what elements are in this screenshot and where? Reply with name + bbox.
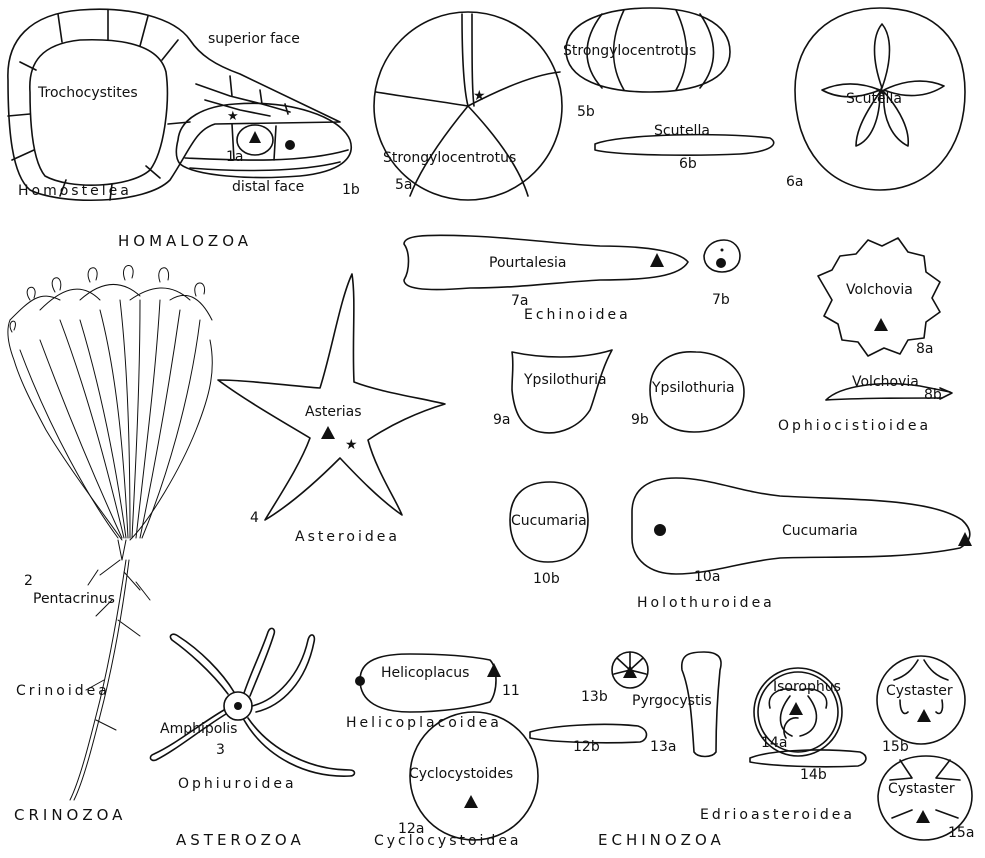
label-homalozoa: HOMALOZOA <box>118 234 252 249</box>
label-asteroidea: Asteroidea <box>295 530 400 544</box>
label-fig-7a: 7a <box>511 294 529 308</box>
label-asterias: Asterias <box>305 405 362 419</box>
triangle-15a <box>916 810 930 823</box>
label-fig-10b: 10b <box>533 572 560 586</box>
dot-11 <box>355 676 365 686</box>
label-ypsilothuria-9a: Ypsilothuria <box>524 373 607 387</box>
triangle-15b <box>917 709 931 722</box>
label-fig-9a: 9a <box>493 413 511 427</box>
label-crinozoa: CRINOZOA <box>14 808 126 823</box>
label-fig-4: 4 <box>250 511 259 525</box>
star-mark: ★ <box>227 109 239 124</box>
label-cucumaria-10a: Cucumaria <box>782 524 858 538</box>
helicoplacus-outline <box>360 654 496 712</box>
label-isorophus: Isorophus <box>773 680 841 694</box>
label-amphipolis: Amphipolis <box>160 722 237 736</box>
label-superior-face: superior face <box>208 32 300 46</box>
triangle-11 <box>487 663 501 677</box>
label-fig-14b: 14b <box>800 768 827 782</box>
label-fig-1b: 1b <box>342 183 360 197</box>
label-cucumaria-10b: Cucumaria <box>511 514 587 528</box>
label-fig-15a: 15a <box>948 826 974 840</box>
label-distal-face: distal face <box>232 180 304 194</box>
label-fig-13a: 13a <box>650 740 676 754</box>
triangle-14a <box>789 702 803 715</box>
label-pentacrinus: Pentacrinus <box>33 592 115 606</box>
label-strongylocentrotus-5a: Strongylocentrotus <box>383 151 516 165</box>
label-pyrgocystis: Pyrgocystis <box>632 694 712 708</box>
label-volchovia-8a: Volchovia <box>846 283 913 297</box>
label-crinoidea: Crinoidea <box>16 684 110 698</box>
label-homostelea: Homostelea <box>18 184 132 198</box>
label-fig-11: 11 <box>502 684 520 698</box>
label-fig-1a: 1a <box>226 150 244 164</box>
label-cyclocystoides: Cyclocystoides <box>409 767 513 781</box>
label-pourtalesia: Pourtalesia <box>489 256 566 270</box>
label-cystaster-15a: Cystaster <box>888 782 955 796</box>
label-ophiuroidea: Ophiuroidea <box>178 777 297 791</box>
amphipolis-drawing <box>150 628 354 776</box>
triangle-1b <box>249 131 261 143</box>
label-strongylocentrotus-5b: Strongylocentrotus <box>563 44 696 58</box>
label-fig-2: 2 <box>24 574 33 588</box>
label-ypsilothuria-9b: Ypsilothuria <box>652 381 735 395</box>
label-echinoidea: Echinoidea <box>524 308 631 322</box>
isorophus-side <box>750 750 866 767</box>
label-fig-8b: 8b <box>924 388 942 402</box>
label-fig-5a: 5a <box>395 178 413 192</box>
cystaster-b-drawing <box>877 656 965 744</box>
label-helicoplacus: Helicoplacus <box>381 666 469 680</box>
label-echinozoa: ECHINOZOA <box>598 833 725 848</box>
label-scutella-6b: Scutella <box>654 124 710 138</box>
asterias-outline <box>218 274 445 520</box>
label-fig-7b: 7b <box>712 293 730 307</box>
label-fig-3: 3 <box>216 743 225 757</box>
ypsilothuria-a-outline <box>512 350 612 433</box>
triangle-4 <box>321 426 335 439</box>
label-fig-9b: 9b <box>631 413 649 427</box>
label-holothuroidea: Holothuroidea <box>637 596 775 610</box>
label-scutella-6a: Scutella <box>846 92 902 106</box>
star-5a: ★ <box>473 88 486 104</box>
label-helicoplacoidea: Helicoplacoidea <box>346 716 502 730</box>
label-fig-14a: 14a <box>761 736 787 750</box>
label-fig-5b: 5b <box>577 105 595 119</box>
dot-1b <box>285 140 295 150</box>
label-fig-8a: 8a <box>916 342 934 356</box>
strongylocentrotus-aboral <box>374 12 562 200</box>
label-ophiocistioidea: Ophiocistioidea <box>778 419 931 433</box>
label-asterozoa: ASTEROZOA <box>176 833 305 848</box>
triangle-8a <box>874 318 888 331</box>
label-fig-12b: 12b <box>573 740 600 754</box>
label-fig-6a: 6a <box>786 175 804 189</box>
label-fig-6b: 6b <box>679 157 697 171</box>
label-trochocystites: Trochocystites <box>38 86 138 100</box>
triangle-7a <box>650 253 664 267</box>
label-cyclocystoidea: Cyclocystoidea <box>374 834 522 848</box>
label-cystaster-15b: Cystaster <box>886 684 953 698</box>
dot-10a <box>654 524 666 536</box>
triangle-12a <box>464 795 478 808</box>
label-fig-13b: 13b <box>581 690 608 704</box>
label-fig-15b: 15b <box>882 740 909 754</box>
pentacrinus-drawing <box>8 265 212 800</box>
dot-7b <box>716 258 726 268</box>
label-edrioasteroidea: Edrioasteroidea <box>700 808 855 822</box>
star-4: ★ <box>345 437 358 453</box>
label-volchovia-8b: Volchovia <box>852 375 919 389</box>
label-fig-10a: 10a <box>694 570 720 584</box>
